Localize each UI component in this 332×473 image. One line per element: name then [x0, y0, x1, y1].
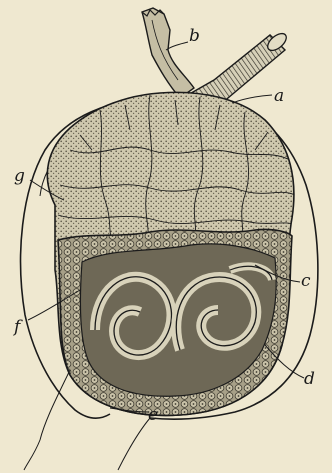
vessel-b: [142, 8, 194, 98]
label-b: b: [189, 26, 200, 46]
label-g: g: [14, 166, 25, 186]
label-c: c: [301, 271, 311, 291]
tubule-section: [58, 229, 292, 415]
label-a: a: [274, 86, 284, 106]
label-f: f: [12, 317, 23, 337]
label-e: e: [148, 405, 158, 425]
label-d: d: [304, 369, 315, 389]
